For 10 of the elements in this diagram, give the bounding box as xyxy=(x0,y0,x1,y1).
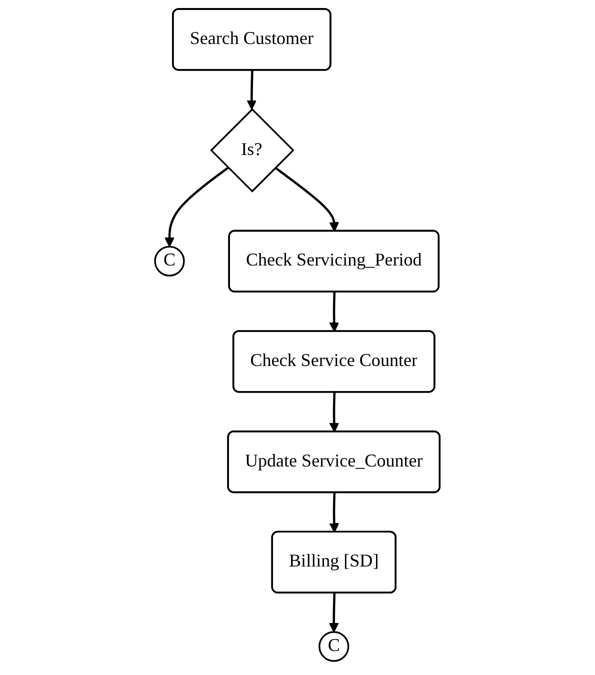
arrow xyxy=(329,593,339,632)
node-circle: C xyxy=(318,631,350,662)
node-diamond: Is? xyxy=(210,108,295,192)
arrow xyxy=(329,392,340,432)
arrow xyxy=(246,70,257,110)
node-circle: C xyxy=(154,246,185,276)
arrow xyxy=(329,492,340,533)
arrow xyxy=(164,166,229,248)
arrow xyxy=(329,292,340,332)
arrow xyxy=(274,166,340,232)
